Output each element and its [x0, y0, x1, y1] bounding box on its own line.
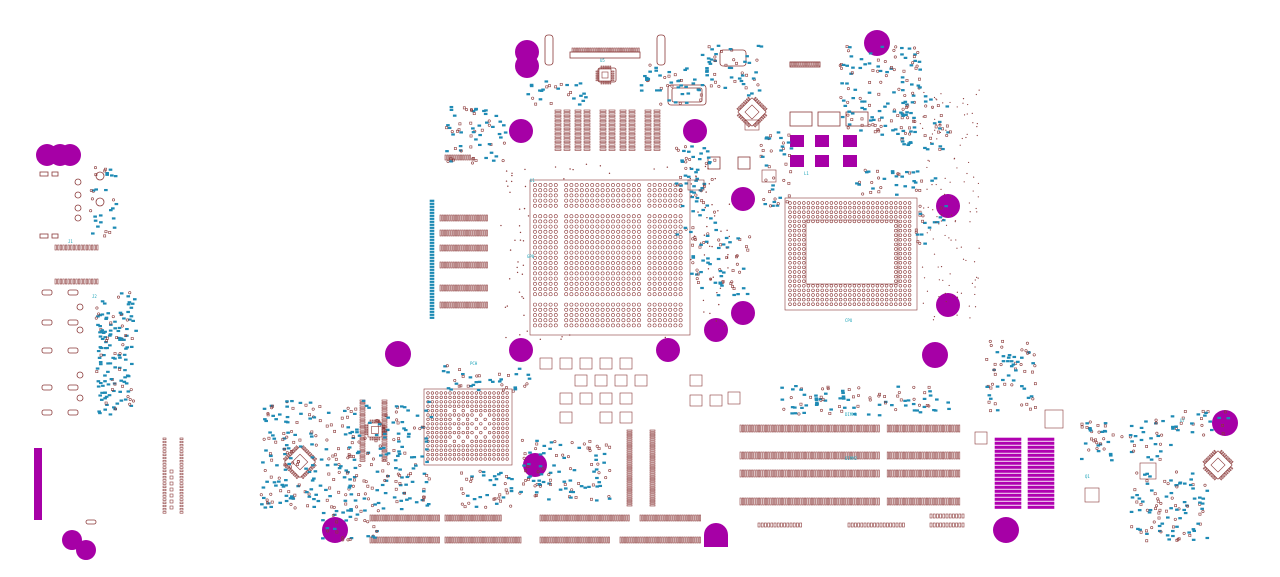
inductor-pads [539, 119, 777, 424]
memory-pad-rows-left [429, 154, 488, 319]
dimm2-label: DIMM2 [845, 456, 858, 461]
cpu-bga: CPU [784, 197, 918, 323]
connector-j2: J2 [41, 289, 97, 416]
pch-label: PCH [470, 361, 478, 366]
mounting-holes [322, 30, 1238, 547]
gpu-bga: GPU U1 [527, 178, 691, 336]
pin-column-mid [162, 437, 184, 514]
dimm-slots [739, 424, 961, 506]
right-power-array [974, 409, 1157, 509]
pch-bga: PCH [423, 361, 513, 466]
qfn-chips [282, 65, 1234, 481]
u1-label: U1 [530, 178, 535, 183]
connector-j1: J1 [39, 171, 105, 244]
gpu-label: GPU [527, 254, 535, 259]
q1-label: Q1 [1085, 474, 1090, 479]
power-stage-pads: L1 [707, 111, 869, 176]
mount-pad-top-left [36, 144, 81, 166]
u5-label: U5 [600, 58, 605, 63]
bottom-edge-connectors [359, 399, 965, 544]
j2-label: J2 [92, 294, 97, 299]
j1-label: J1 [68, 239, 73, 244]
dimm1-label: DIMM1 [845, 412, 858, 417]
l1-label: L1 [804, 171, 809, 176]
mount-pad-bottom-left [62, 530, 96, 560]
connector-row-pins [54, 244, 99, 285]
cpu-label: CPU [845, 318, 853, 323]
passive-components [89, 44, 1231, 543]
u7-label: U7 [1180, 418, 1185, 423]
test-strip-bar [34, 448, 42, 520]
vram-banks [554, 109, 661, 151]
